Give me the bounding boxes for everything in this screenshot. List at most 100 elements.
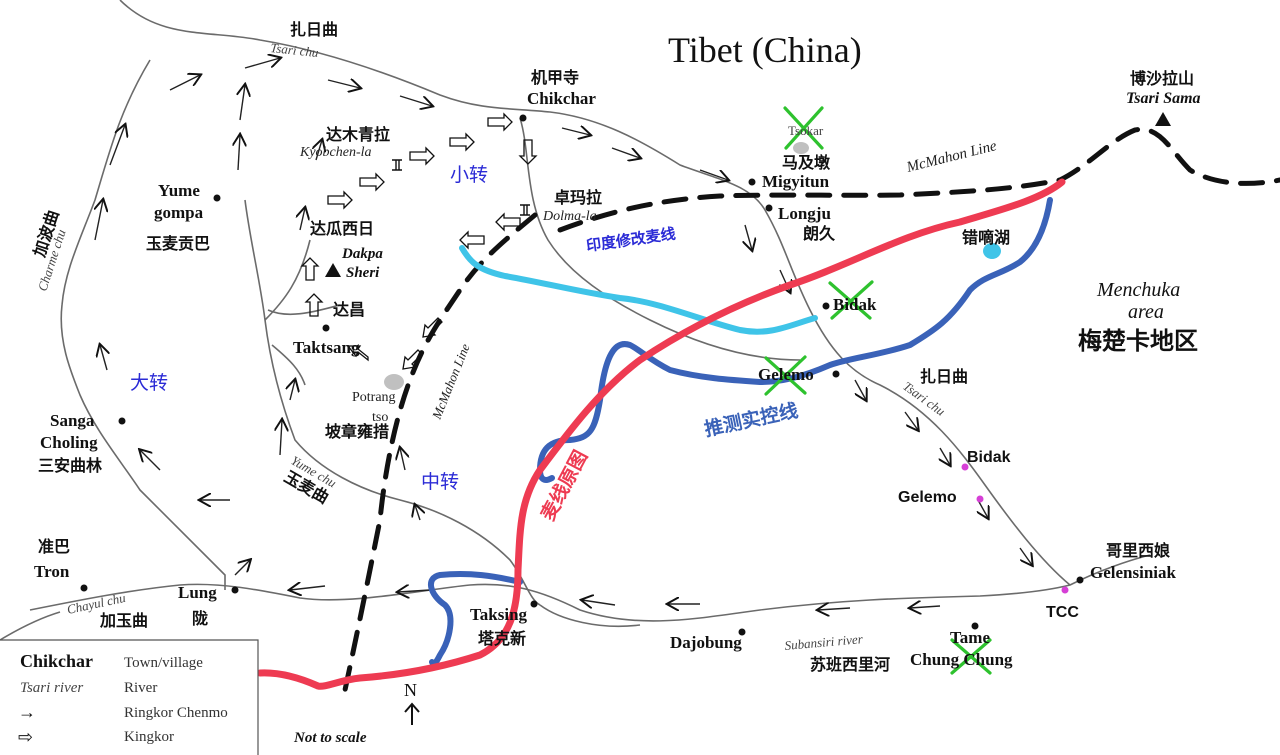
original-mcmahon-line — [256, 178, 1066, 690]
ringkor-arrow — [238, 135, 240, 171]
ringkor-arrow — [611, 147, 640, 158]
tame-cross-icon — [950, 638, 992, 675]
migyitun-dot — [748, 178, 756, 186]
tsari-chu-branch — [519, 117, 801, 361]
ringkor-arrow — [699, 169, 728, 180]
gelensiniak-cn: 哥里西娘 — [1106, 541, 1170, 560]
gelensiniak-en: Gelensiniak — [1090, 563, 1177, 582]
ringkor-arrow — [234, 560, 250, 576]
gelemo-new-dot — [976, 495, 984, 503]
taktsang-en: Taktsang — [293, 338, 360, 357]
subansiri-cn: 苏班西里河 — [810, 655, 890, 674]
charme-chu-river — [60, 59, 226, 590]
tcc-dot — [1061, 586, 1069, 594]
kingkor-arrow — [359, 172, 385, 192]
tsari-sama-en: Tsari Sama — [1126, 90, 1201, 107]
tsari-right-cn: 扎日曲 — [920, 367, 968, 386]
yume-en-1: Yume — [158, 181, 200, 200]
kyobchen-en: Kyobchen-la — [299, 145, 372, 160]
chikchar-cn: 机甲寺 — [531, 68, 579, 87]
yume-tributary-1 — [264, 239, 311, 321]
ringkor-arrow — [100, 345, 107, 371]
migyitun-cn: 马及墩 — [782, 153, 831, 172]
ringkor-arrow — [978, 499, 988, 518]
legend-desc-river: River — [124, 680, 157, 696]
ringkor-arrow — [745, 224, 752, 250]
ringkor-arrow — [290, 586, 326, 590]
dajobung-dot — [738, 628, 746, 636]
ringkor-arrow — [290, 380, 295, 401]
pass-symbols — [392, 159, 530, 216]
dakpa-en-2: Sheri — [346, 265, 380, 281]
kingkor-arrow — [449, 132, 475, 152]
bidak-cross-icon — [828, 280, 874, 320]
village-dots — [80, 114, 1084, 636]
gelemo-1: Gelemo — [758, 365, 814, 384]
menchuka-en-1: Menchuka — [1096, 279, 1180, 301]
taksing-en: Taksing — [470, 605, 528, 624]
tsari-top-en: Tsari chu — [270, 40, 320, 60]
ringkor-arrow — [400, 448, 405, 471]
sanga-dot — [118, 417, 126, 425]
cyan-line-label: 印度修改麦线 — [585, 225, 677, 255]
legend-sample-kingkor: ⇨ — [18, 727, 33, 747]
north-label: N — [404, 680, 417, 700]
legend-desc-kingkor: Kingkor — [124, 729, 174, 745]
subansiri-river — [539, 604, 641, 628]
taksing-dot — [530, 600, 538, 608]
ringkor-arrow — [316, 140, 322, 161]
lower-river — [0, 611, 61, 641]
estimated-lac-line-south — [428, 571, 523, 667]
legend-sample-ringkor: → — [18, 702, 36, 722]
mcmahon-mid-label: McMahon Line — [428, 341, 472, 422]
india-modified-line — [459, 245, 818, 335]
ringkor-arrow — [398, 590, 431, 592]
chayul-chu-river — [29, 554, 1151, 622]
ringkor-arrow — [1019, 547, 1032, 565]
chikchar-dot — [519, 114, 527, 122]
ringkor-arrow — [415, 505, 420, 521]
ringkor-arrow — [95, 200, 103, 241]
dakpa-cn: 达瓜西日 — [310, 219, 374, 238]
subansiri-en: Subansiri river — [784, 631, 864, 653]
mcmahon-line-top — [557, 126, 1280, 233]
kingkor-arrow — [495, 212, 521, 232]
gelemo-2: Gelemo — [898, 489, 957, 506]
dolma-en: Dolma-la — [542, 209, 597, 224]
taktsang-cn: 达昌 — [333, 300, 365, 319]
tame-dot — [971, 622, 979, 630]
ringkor-arrow — [910, 606, 941, 608]
tsokar-lake-icon — [793, 142, 809, 154]
lung-dot — [231, 586, 239, 594]
bidak-2: Bidak — [967, 449, 1011, 466]
kingkor-arrow — [327, 190, 353, 210]
small-route-label: 小转 — [450, 164, 488, 186]
kingkor-arrow — [346, 345, 369, 362]
tsari-sama-peak-icon — [1155, 112, 1171, 126]
kingkor-arrow — [487, 112, 513, 132]
ringkor-trails — [95, 58, 1032, 610]
kingkor-arrow — [459, 230, 485, 250]
north-arrow-icon — [404, 702, 420, 725]
gelemo-dot — [832, 370, 840, 378]
lung-en: Lung — [178, 583, 217, 602]
taksing-cn: 塔克新 — [478, 629, 526, 648]
legend-desc-town: Town/village — [124, 655, 203, 671]
tsona-lake-cn: 错嘀湖 — [962, 228, 1010, 247]
ringkor-arrow — [244, 58, 280, 69]
potrang-en-2: tso — [372, 410, 388, 425]
yume-cn: 玉麦贡巴 — [146, 235, 210, 253]
dakpa-en-1: Dakpa — [341, 246, 383, 262]
dolma-cn: 卓玛拉 — [554, 188, 602, 207]
sanga-cn: 三安曲林 — [38, 456, 102, 475]
tame-2: Chung Chung — [910, 650, 1013, 669]
longju-cn: 朗久 — [803, 224, 836, 243]
chikchar-en: Chikchar — [527, 89, 596, 108]
ringkor-arrow — [854, 379, 866, 400]
ringkor-arrow — [240, 85, 245, 121]
ringkor-arrow — [904, 411, 918, 430]
ringkor-arrow — [280, 420, 282, 456]
bidak-dot — [822, 302, 830, 310]
tron-dot — [80, 584, 88, 592]
